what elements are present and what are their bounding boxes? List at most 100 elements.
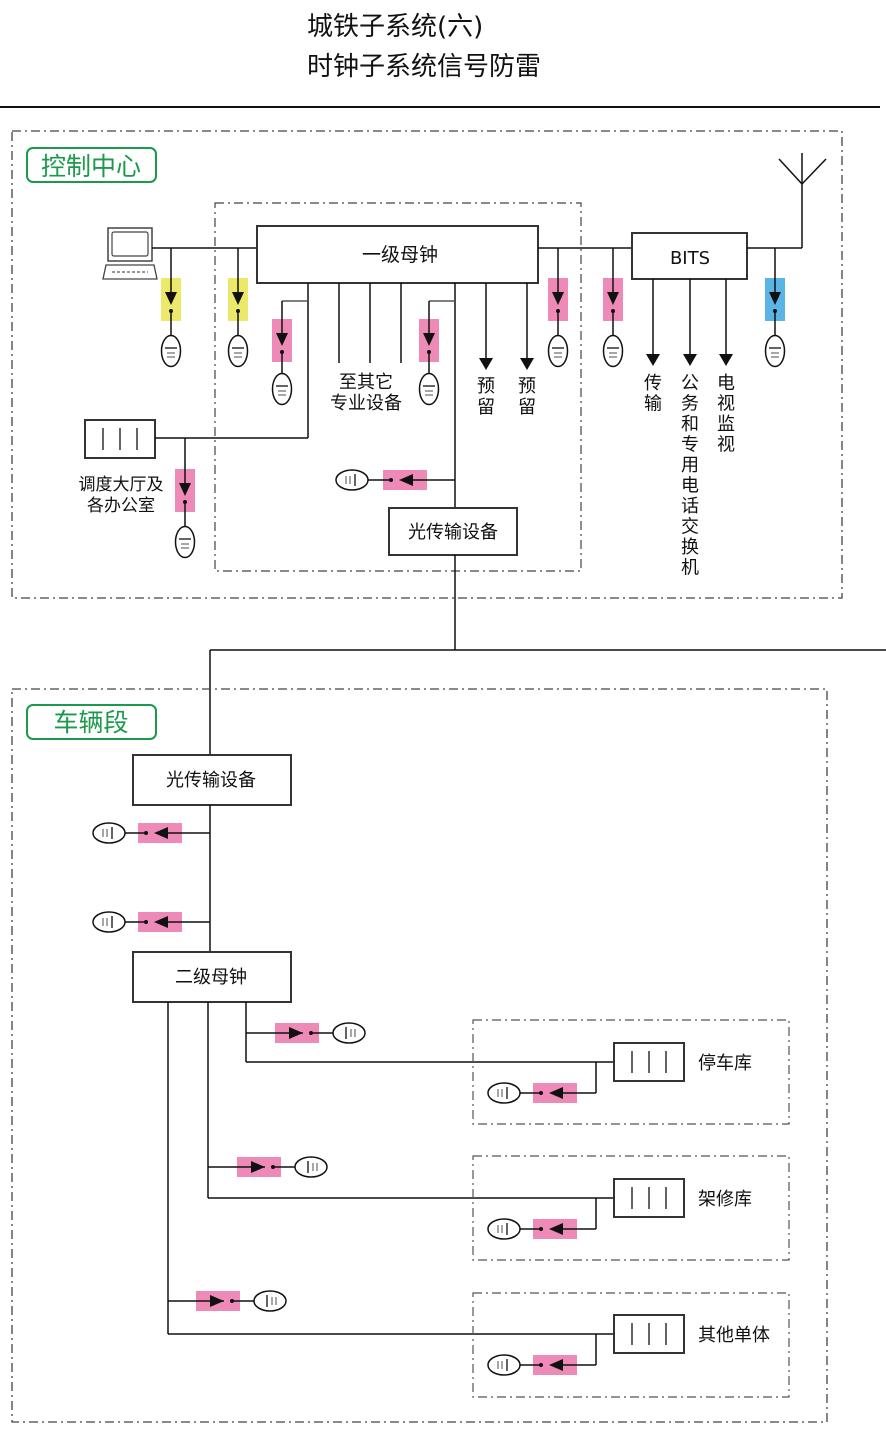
telephone-exchange-arrow-icon <box>683 354 697 366</box>
control-center-label: 控制中心 <box>41 152 141 181</box>
protector-master-clock-input <box>227 248 249 368</box>
arrow-right-icon <box>289 1027 303 1039</box>
bits-label: BITS <box>670 248 710 269</box>
protector-master-bits-link-2 <box>602 248 624 368</box>
ground-icon <box>253 1290 287 1312</box>
protector-antenna-line <box>764 248 786 368</box>
ground-icon <box>92 822 126 844</box>
bits-output-label-1: 传输 <box>644 373 662 415</box>
arrow-down-icon <box>179 483 191 496</box>
diagram-title-line-1: 城铁子系统(六) <box>307 12 484 42</box>
svg-text:务: 务 <box>681 394 699 415</box>
protector-branch-local <box>487 1354 596 1376</box>
svg-text:传: 传 <box>644 373 662 394</box>
branch-3: 其他单体 <box>472 1292 790 1398</box>
depot-optical-transmission-box <box>132 754 292 806</box>
arrow-down-icon <box>552 292 564 305</box>
branch-boundary <box>472 1155 790 1261</box>
dispatch-terminal-box <box>84 419 156 459</box>
branch-label: 架修库 <box>698 1189 752 1210</box>
dispatch-label-2: 各办公室 <box>87 496 155 516</box>
ground-icon <box>547 334 569 368</box>
protector-computer-line <box>160 248 182 368</box>
protector-dispatch-terminal <box>174 438 196 559</box>
control-center-label-box <box>26 147 157 183</box>
branch-boundary <box>472 1292 790 1398</box>
ground-icon <box>487 1082 521 1104</box>
svg-text:和: 和 <box>681 414 699 435</box>
cctv-arrow-icon <box>719 354 733 366</box>
protector-optical-line <box>418 301 440 406</box>
cc-optical-transmission-box <box>388 507 518 556</box>
svg-text:电: 电 <box>681 476 699 497</box>
arrow-right-icon <box>210 1295 224 1307</box>
depot-optical-transmission-label: 光传输设备 <box>166 770 256 791</box>
svg-text:输: 输 <box>644 394 662 415</box>
diagram-title-line-2: 时钟子系统信号防雷 <box>307 52 542 82</box>
ground-icon <box>764 334 786 368</box>
depot-label-box <box>26 704 157 740</box>
master-clock-room-boundary <box>214 202 582 572</box>
arrow-left-icon <box>549 1223 563 1235</box>
arrow-left-icon <box>154 916 168 928</box>
arrow-down-icon <box>165 292 177 305</box>
arrow-left-icon <box>154 827 168 839</box>
svg-text:视: 视 <box>717 394 735 415</box>
branch-label: 停车库 <box>698 1053 752 1074</box>
ground-icon <box>487 1218 521 1240</box>
arrow-down-icon <box>276 333 288 346</box>
protector-dispatch-line <box>271 301 293 406</box>
branch-terminal-box <box>613 1178 685 1218</box>
protector-master-bits-link-1 <box>547 248 569 368</box>
arrow-down-icon <box>423 333 435 346</box>
arrow-down-icon <box>232 292 244 305</box>
ground-icon <box>227 334 249 368</box>
svg-text:交: 交 <box>681 517 699 538</box>
protector-branch-1-source <box>246 1022 366 1044</box>
svg-text:用: 用 <box>681 455 699 476</box>
transmission-arrow-icon <box>646 354 660 366</box>
branch-1: 停车库 <box>472 1019 790 1125</box>
branch-label: 其他单体 <box>698 1325 770 1346</box>
branch-2: 架修库 <box>472 1155 790 1261</box>
secondary-clock-box <box>132 951 292 1003</box>
ground-icon <box>294 1156 328 1178</box>
other-equipment-label-1: 至其它 <box>339 372 393 393</box>
ground-icon <box>174 525 196 559</box>
reserved-2-arrow-icon <box>520 358 534 370</box>
dispatch-label-1: 调度大厅及 <box>79 475 164 495</box>
arrow-left-icon <box>549 1087 563 1099</box>
branch-terminal-box <box>613 1042 685 1082</box>
svg-text:预: 预 <box>518 376 536 397</box>
ground-icon <box>332 1022 366 1044</box>
svg-text:公: 公 <box>681 373 699 394</box>
depot-label: 车辆段 <box>53 708 128 737</box>
protector-branch-2-source <box>208 1156 328 1178</box>
ground-icon <box>335 469 369 491</box>
ground-icon <box>487 1354 521 1376</box>
svg-text:监: 监 <box>717 414 735 435</box>
protector-depot-optical-out <box>92 822 210 844</box>
reserved-label-1: 预留 <box>477 376 495 418</box>
title-block: 城铁子系统(六) 时钟子系统信号防雷 <box>0 0 886 108</box>
cc-optical-transmission-label: 光传输设备 <box>408 522 498 543</box>
svg-text:机: 机 <box>681 558 699 579</box>
bits-box <box>631 232 748 280</box>
protector-branch-3-source <box>168 1290 287 1312</box>
secondary-clock-label: 二级母钟 <box>175 967 247 988</box>
svg-text:电: 电 <box>717 373 735 394</box>
protector-branch-local <box>487 1218 596 1240</box>
svg-text:话: 话 <box>681 496 699 517</box>
arrow-down-icon <box>607 292 619 305</box>
master-clock-label: 一级母钟 <box>362 244 438 266</box>
svg-text:换: 换 <box>681 537 699 558</box>
svg-text:专: 专 <box>681 435 699 456</box>
ground-icon <box>418 372 440 406</box>
arrow-down-icon <box>769 292 781 305</box>
ground-icon <box>271 372 293 406</box>
ground-icon <box>602 334 624 368</box>
svg-text:视: 视 <box>717 435 735 456</box>
